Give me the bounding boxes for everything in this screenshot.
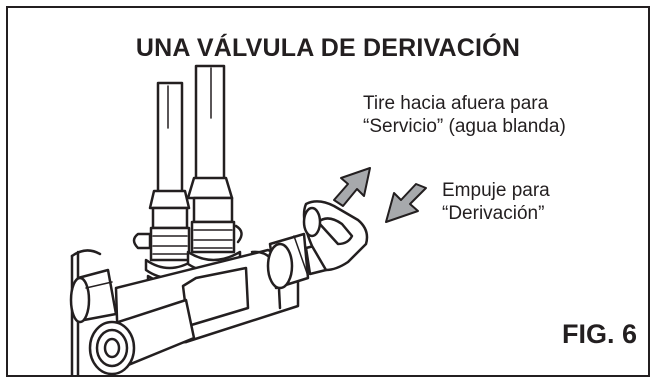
bypass-valve-illustration bbox=[69, 64, 427, 375]
pull-instruction: Tire hacia afuera para “Servicio” (agua … bbox=[363, 92, 566, 138]
front-port bbox=[88, 298, 196, 375]
push-instruction: Empuje para “Derivación” bbox=[442, 179, 550, 225]
pull-out-arrow-icon bbox=[333, 167, 371, 207]
push-instruction-line2: “Derivación” bbox=[442, 203, 545, 224]
pull-instruction-line2: “Servicio” (agua blanda) bbox=[363, 116, 566, 137]
pull-instruction-line1: Tire hacia afuera para bbox=[363, 93, 549, 114]
figure-title: UNA VÁLVULA DE DERIVACIÓN bbox=[135, 34, 521, 62]
figure-label: FIG. 6 bbox=[561, 319, 637, 349]
supply-pipes bbox=[156, 64, 226, 197]
figure-frame: UNA VÁLVULA DE DERIVACIÓN Tire hacia afu… bbox=[6, 6, 650, 377]
rear-port bbox=[69, 268, 118, 324]
bypass-stem bbox=[266, 232, 310, 290]
push-in-arrow-icon bbox=[385, 183, 427, 223]
push-instruction-line1: Empuje para bbox=[442, 180, 550, 201]
bypass-handle bbox=[302, 200, 369, 276]
